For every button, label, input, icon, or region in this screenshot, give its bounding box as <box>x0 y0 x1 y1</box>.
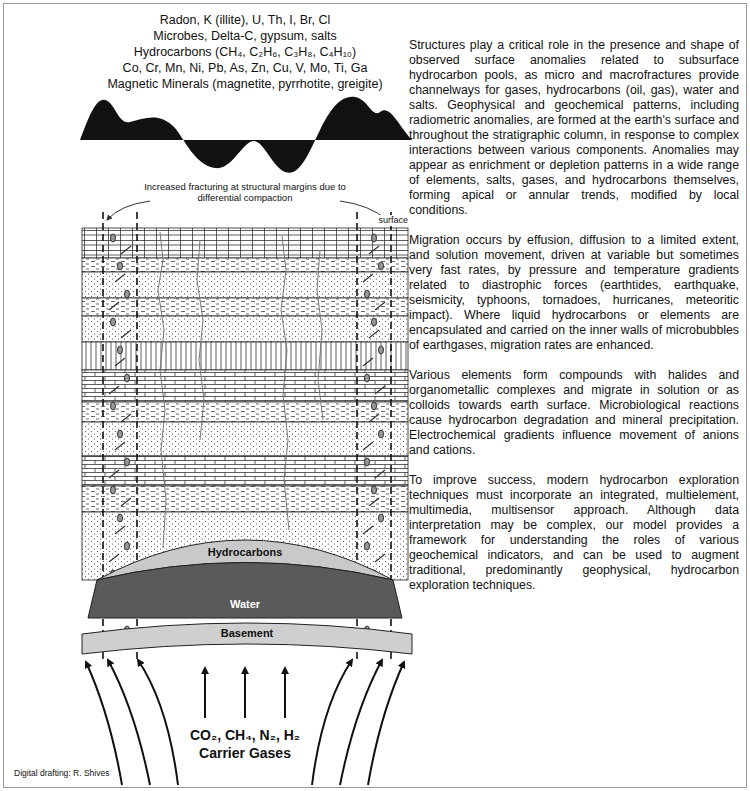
micro-fracture <box>363 526 373 534</box>
body-paragraph: To improve success, modern hydrocarbon e… <box>409 473 739 593</box>
micro-fracture <box>115 274 125 282</box>
micro-fracture <box>121 246 131 254</box>
water-zone: Water <box>88 562 402 620</box>
body-paragraph: Migration occurs by effusion, diffusion … <box>409 233 739 353</box>
micro-fracture <box>369 330 379 338</box>
indicator-list: Co, Cr, Mn, Ni, Pb, As, Zn, Cu, V, Mo, T… <box>75 60 415 76</box>
micro-fracture <box>109 302 119 310</box>
micro-fracture <box>121 330 131 338</box>
gas-arrows <box>86 660 404 785</box>
gas-bubble <box>365 542 370 550</box>
gas-bubble <box>118 430 123 438</box>
micro-fracture <box>369 498 379 506</box>
gas-bubble <box>379 430 384 438</box>
body-paragraph: Structures play a critical role in the p… <box>409 38 739 218</box>
micro-fracture <box>115 358 125 366</box>
fractures <box>158 232 323 548</box>
gas-bubble <box>125 290 130 298</box>
micro-fracture <box>115 526 125 534</box>
carrier-gases: CO₂, CH₄, N₂, H₂ <box>165 726 325 744</box>
credit: Digital drafting: R. Shives <box>14 768 174 779</box>
micro-fracture <box>375 470 385 478</box>
micro-fracture <box>375 554 385 562</box>
micro-fracture <box>375 386 385 394</box>
gas-bubble <box>365 290 370 298</box>
micro-fracture <box>121 498 131 506</box>
micro-fracture <box>363 274 373 282</box>
micro-fracture <box>369 414 379 422</box>
indicator-list: Radon, K (illite), U, Th, I, Br, Cl <box>75 12 415 28</box>
gas-bubble <box>372 318 377 326</box>
strata <box>82 228 408 580</box>
annotation-leaders <box>107 201 387 220</box>
micro-fracture <box>363 442 373 450</box>
gas-bubble <box>379 346 384 354</box>
micro-fracture <box>109 386 119 394</box>
indicator-list: Hydrocarbons (CH₄, C₂H₆, C₃H₈, C₄H₁₀) <box>75 44 415 60</box>
gas-bubble <box>372 234 377 242</box>
gas-bubble <box>125 458 130 466</box>
text-column: Structures play a critical role in the p… <box>409 38 739 608</box>
gas-bubble <box>125 374 130 382</box>
gas-bubble <box>111 318 116 326</box>
body-paragraph: Various elements form compounds with hal… <box>409 368 739 458</box>
frame <box>4 4 747 788</box>
basement-band: Basement <box>82 622 412 656</box>
indicator-list: Microbes, Delta-C, gypsum, salts <box>75 28 415 44</box>
gas-bubble <box>125 542 130 550</box>
gas-bubble <box>365 458 370 466</box>
carrier-gases: Carrier Gases <box>165 744 325 762</box>
gas-bubble <box>111 402 116 410</box>
gas-bubble <box>118 514 123 522</box>
micro-fracture <box>375 302 385 310</box>
band-label: Basement <box>82 627 412 640</box>
band-shape <box>88 563 402 619</box>
micro-fracture <box>363 358 373 366</box>
gas-bubble <box>372 402 377 410</box>
gas-bubble <box>111 234 116 242</box>
micro-fracture <box>109 554 119 562</box>
band-shape <box>82 623 412 654</box>
band-label: Water <box>88 598 402 611</box>
gas-bubble <box>372 486 377 494</box>
micro-fracture <box>115 442 125 450</box>
gas-bubble <box>118 346 123 354</box>
annotation: Increased fracturing at structural margi… <box>140 181 350 203</box>
gas-bubble <box>379 262 384 270</box>
micro-fracture <box>369 246 379 254</box>
surface-label: surface <box>372 215 408 226</box>
gas-bubble <box>118 262 123 270</box>
gas-bubble <box>365 374 370 382</box>
indicator-list: Magnetic Minerals (magnetite, pyrrhotite… <box>75 76 415 92</box>
micro-fracture <box>121 414 131 422</box>
gas-bubble <box>379 514 384 522</box>
anomaly-profile <box>80 97 412 173</box>
band-label: Hydrocarbons <box>97 546 393 559</box>
micro-fracture <box>109 470 119 478</box>
gas-bubble <box>111 486 116 494</box>
band-outline <box>88 562 402 620</box>
